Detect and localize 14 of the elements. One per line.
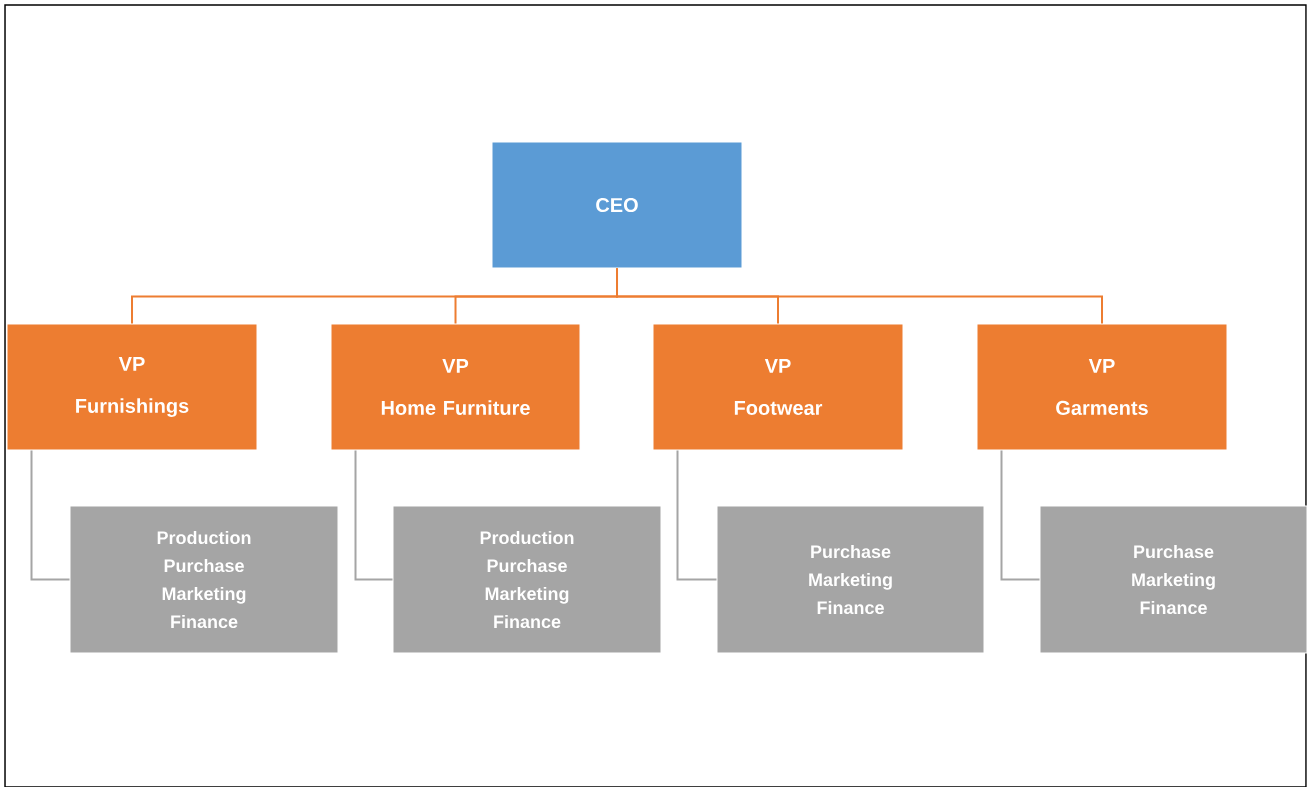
connector-line: [30, 449, 71, 581]
department-box: Production Purchase Marketing Finance: [69, 505, 339, 654]
vp-box: VP Home Furniture: [330, 323, 581, 451]
connector-line: [1000, 449, 1041, 581]
department-box: Purchase Marketing Finance: [716, 505, 985, 654]
vp-box: VP Footwear: [652, 323, 904, 451]
ceo-box: CEO: [491, 141, 743, 269]
connector-line: [354, 449, 394, 581]
connector-line: [616, 267, 1103, 325]
vp-box: VP Furnishings: [6, 323, 258, 451]
connector-line: [676, 449, 718, 581]
department-box: Purchase Marketing Finance: [1039, 505, 1307, 654]
department-box: Production Purchase Marketing Finance: [392, 505, 662, 654]
vp-box: VP Garments: [976, 323, 1228, 451]
